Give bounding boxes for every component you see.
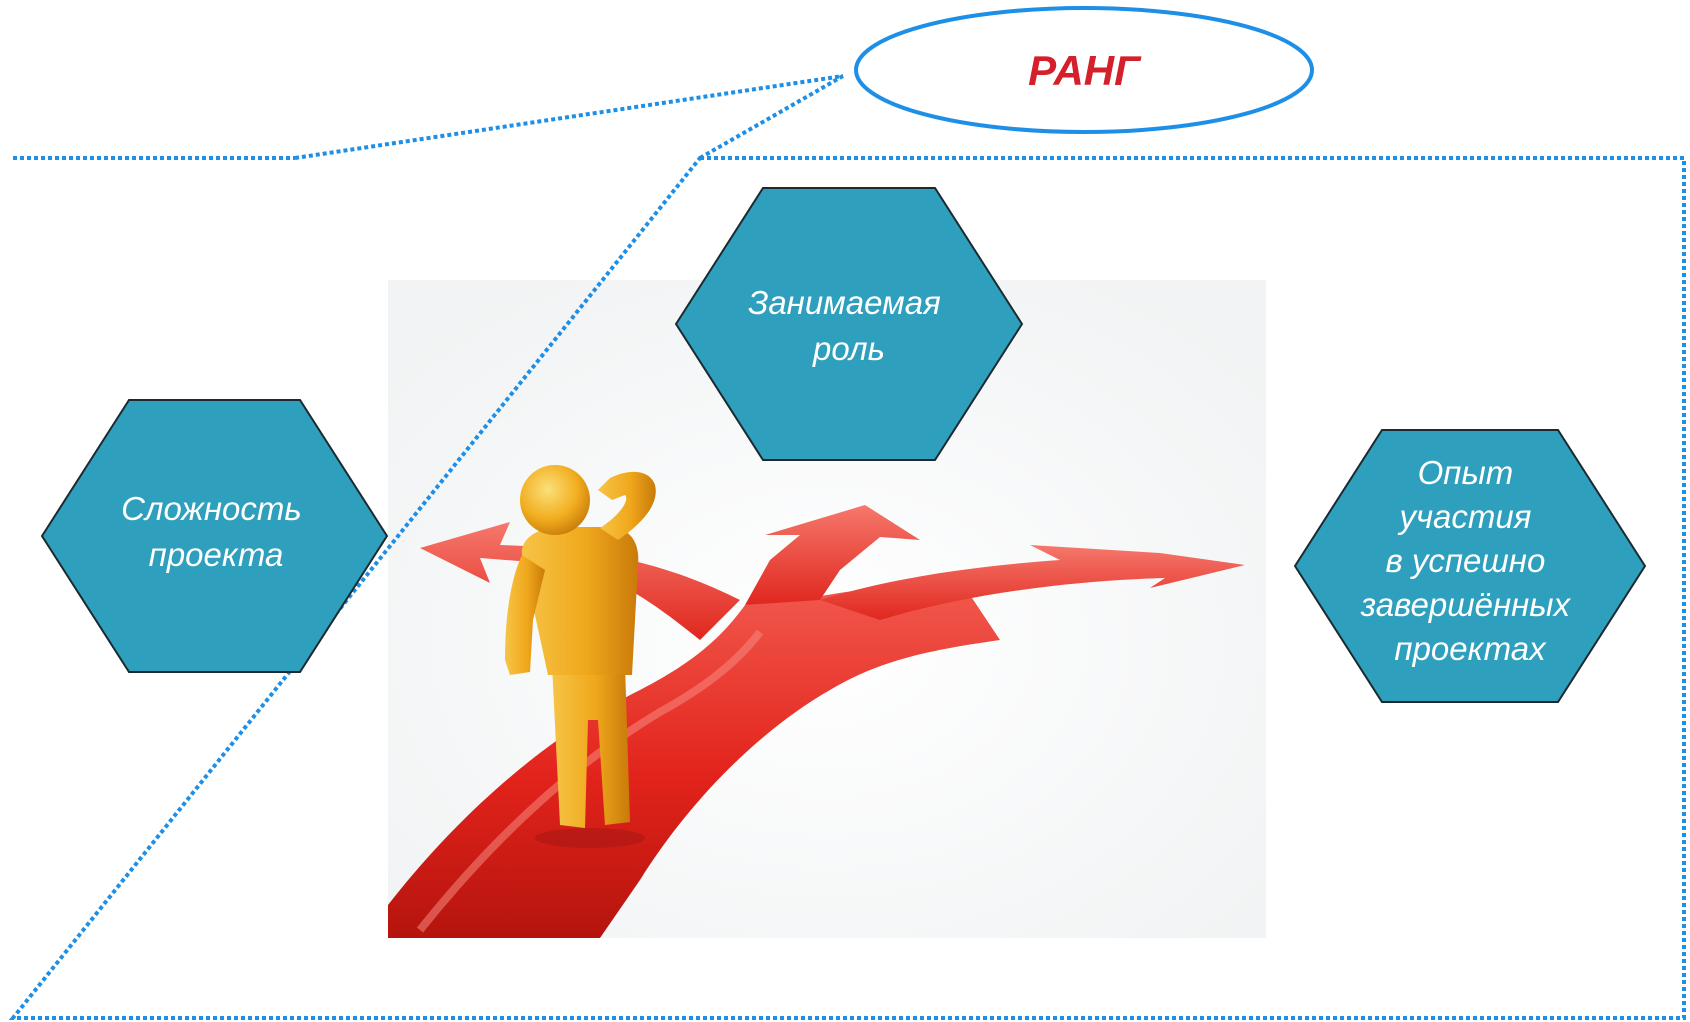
hexagon-complexity-line-2: проекта (149, 536, 284, 573)
svg-text:Сложность проекта: Сложность проекта (121, 490, 311, 573)
figure-shadow (535, 828, 645, 848)
figure-head (520, 465, 590, 535)
hexagon-shape (40, 399, 389, 673)
figure-right-arm (598, 471, 656, 540)
svg-text:Занимаемая роль: Занимаемая роль (748, 284, 950, 367)
hexagon-complexity-line-1: Сложность (121, 490, 302, 527)
dotted-frame (8, 74, 1686, 1020)
hexagon-role: Занимаемая роль (674, 187, 1024, 461)
arrow-trunk-highlight (416, 629, 764, 933)
hexagon-experience: Опыт участия в успешно завершённых проек… (1293, 429, 1647, 703)
arrow-branch-middle (745, 505, 920, 605)
svg-text:Опыт участия в усп: Опыт участия в успешно завершённых проек… (1360, 454, 1580, 667)
rank-title-node: РАНГ (854, 6, 1314, 134)
thinking-person-figure (505, 465, 656, 848)
frame-outline (8, 156, 1686, 1020)
hexagon-complexity: Сложность проекта (40, 399, 389, 673)
arrow-branch-left (420, 522, 740, 640)
hexagon-experience-line-2: участия (1397, 498, 1531, 535)
hexagon-experience-line-1: Опыт (1418, 454, 1514, 491)
rank-ellipse (854, 6, 1314, 134)
hexagon-role-line-2: роль (812, 330, 885, 367)
hexagon-shape (674, 187, 1024, 461)
arrow-trunk (388, 580, 1000, 938)
hexagon-role-line-1: Занимаемая (748, 284, 941, 321)
crossroads-arrows (388, 505, 1245, 938)
rank-title: РАНГ (1028, 47, 1142, 94)
connector-right (699, 74, 844, 160)
figure-legs (552, 665, 630, 828)
hexagon-experience-line-3: в успешно (1386, 542, 1546, 579)
hexagon-shape (1293, 429, 1647, 703)
figure-left-arm (505, 555, 545, 675)
figure-torso (521, 527, 639, 675)
hexagon-experience-line-4: завершённых (1360, 586, 1572, 623)
hexagon-experience-line-5: проектах (1394, 630, 1547, 667)
arrow-branch-right (820, 545, 1245, 620)
connector-left (294, 74, 844, 160)
